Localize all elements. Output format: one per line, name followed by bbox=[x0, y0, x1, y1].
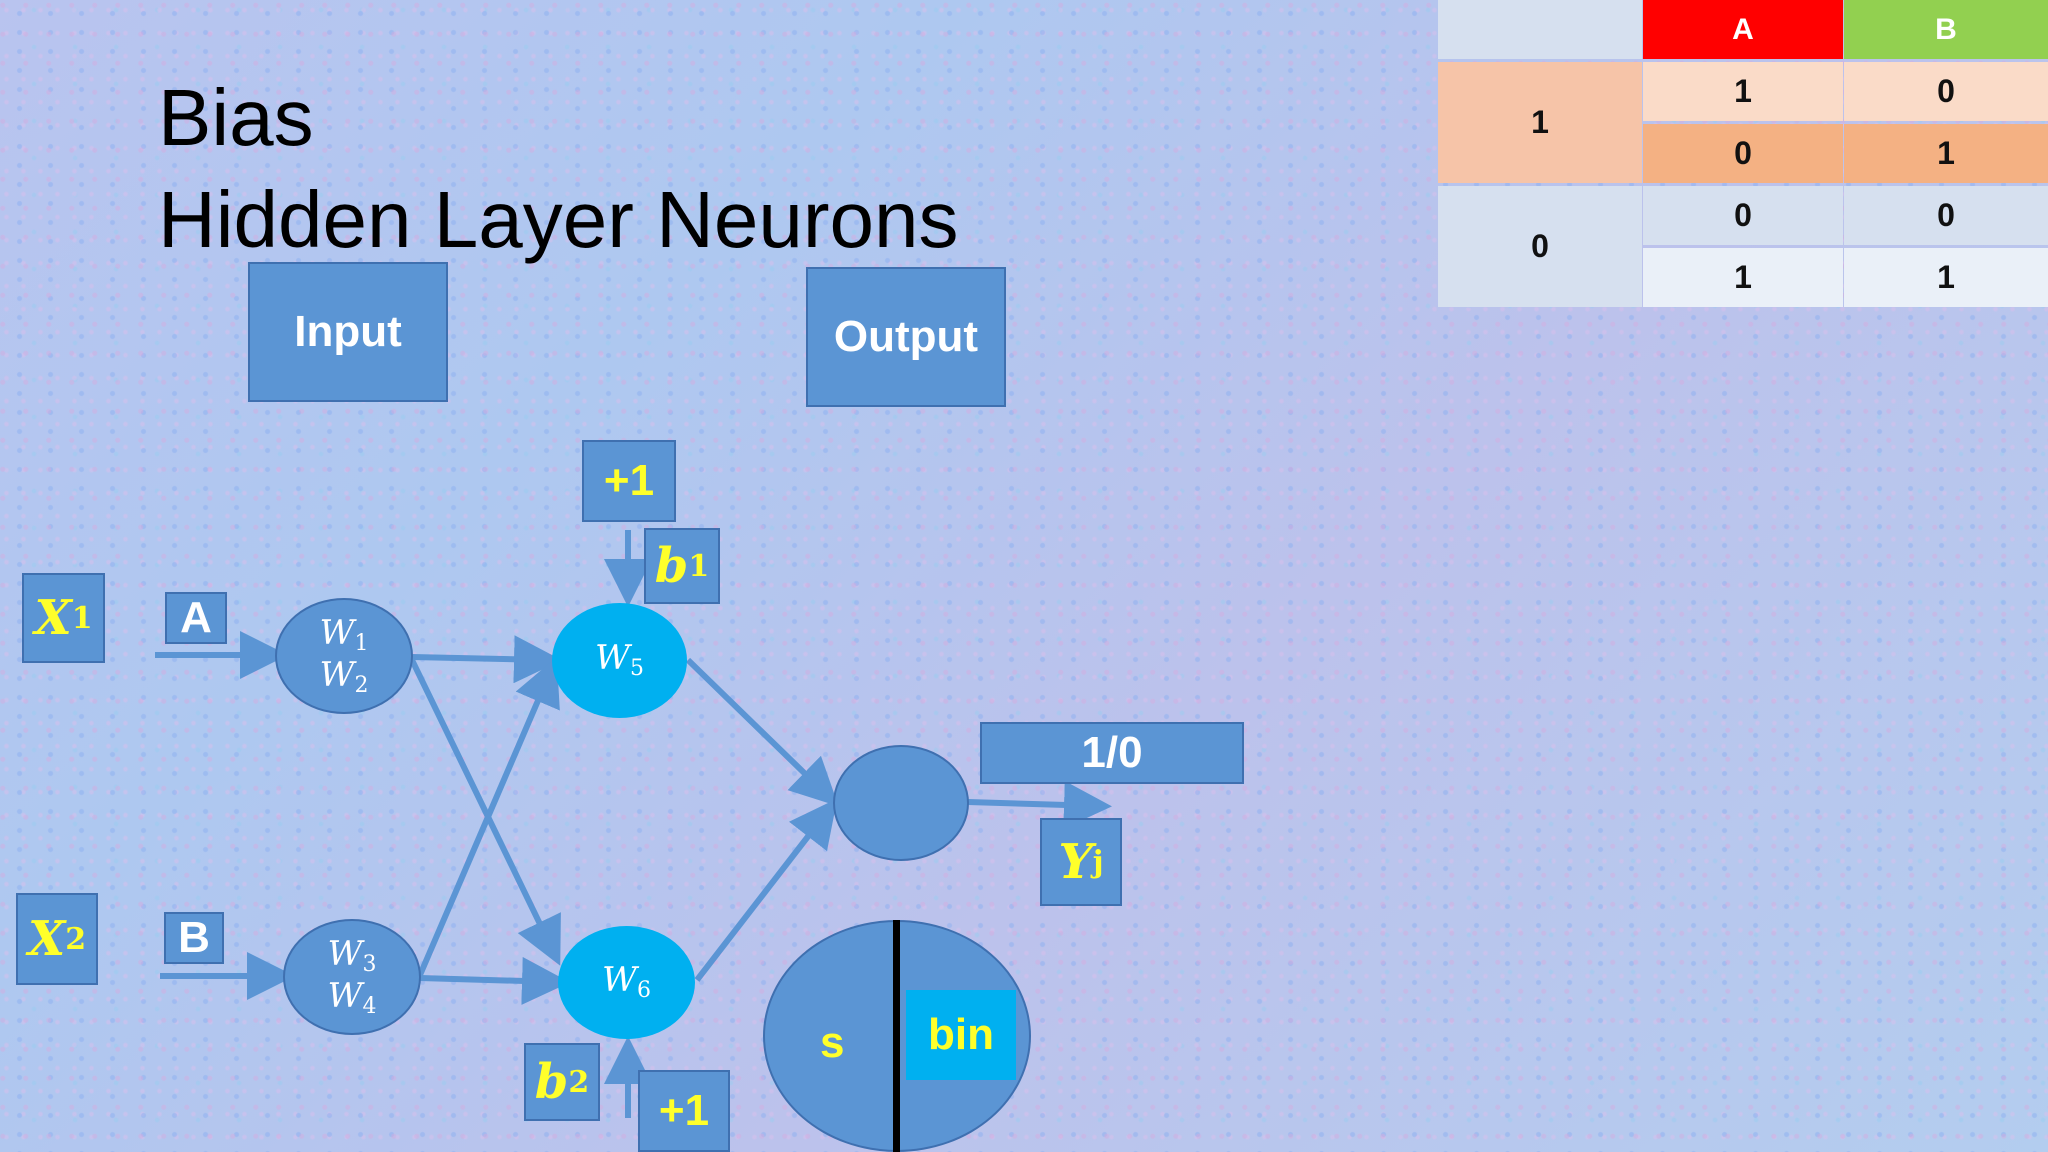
input-a-label: A bbox=[165, 592, 227, 644]
table-cell: 1 bbox=[1643, 248, 1843, 307]
input-box: Input bbox=[248, 262, 448, 402]
table-cell: 0 bbox=[1844, 186, 2048, 245]
weight-w5: W5 bbox=[595, 638, 644, 682]
table-cell: 1 bbox=[1643, 62, 1843, 121]
edge-n1-h1 bbox=[411, 635, 562, 684]
weight-w3: W3 bbox=[327, 933, 377, 977]
title-hidden-layer-neurons: Hidden Layer Neurons bbox=[158, 175, 959, 264]
bias-bottom-plus-one: +1 bbox=[638, 1070, 730, 1152]
bias-top-plus-one: +1 bbox=[582, 440, 676, 522]
output-value-box: 1/0 bbox=[980, 722, 1244, 784]
table-cell: 1 bbox=[1844, 124, 2048, 183]
arrow-out-yj bbox=[967, 780, 1112, 829]
edge-n2-h1 bbox=[417, 656, 560, 977]
neuron-input-1: W1 W2 bbox=[275, 598, 413, 714]
edge-h2-out bbox=[694, 798, 838, 982]
table-cell: 0 bbox=[1643, 186, 1843, 245]
input-b-label: B bbox=[164, 912, 224, 964]
activation-sigmoid-label: s bbox=[820, 1018, 845, 1067]
weight-w1: W1 bbox=[319, 612, 369, 656]
neuron-output bbox=[833, 745, 969, 861]
edge-n2-h2 bbox=[419, 956, 570, 1005]
edge-h1-out bbox=[685, 657, 839, 807]
activation-binary-label: bin bbox=[906, 990, 1016, 1080]
activation-divider bbox=[893, 920, 900, 1152]
edge-n1-h2 bbox=[409, 658, 561, 966]
table-cell: 0 bbox=[1643, 124, 1843, 183]
weight-w4: W4 bbox=[327, 976, 377, 1019]
neuron-hidden-1: W5 bbox=[552, 603, 687, 718]
table-header-a: A bbox=[1643, 0, 1843, 59]
weight-w2: W2 bbox=[319, 655, 369, 698]
neuron-input-2: W3 W4 bbox=[283, 919, 421, 1035]
output-box: Output bbox=[806, 267, 1006, 407]
title-bias: Bias bbox=[158, 73, 314, 162]
weight-w6: W6 bbox=[602, 960, 651, 1004]
table-group-1: 1 bbox=[1438, 62, 1642, 183]
table-cell: 0 bbox=[1844, 62, 2048, 121]
table-group-0: 0 bbox=[1438, 186, 1642, 307]
neuron-hidden-2: W6 bbox=[558, 926, 695, 1039]
table-cell: 1 bbox=[1844, 248, 2048, 307]
table-header-b: B bbox=[1844, 0, 2048, 59]
table-corner bbox=[1438, 0, 1642, 59]
